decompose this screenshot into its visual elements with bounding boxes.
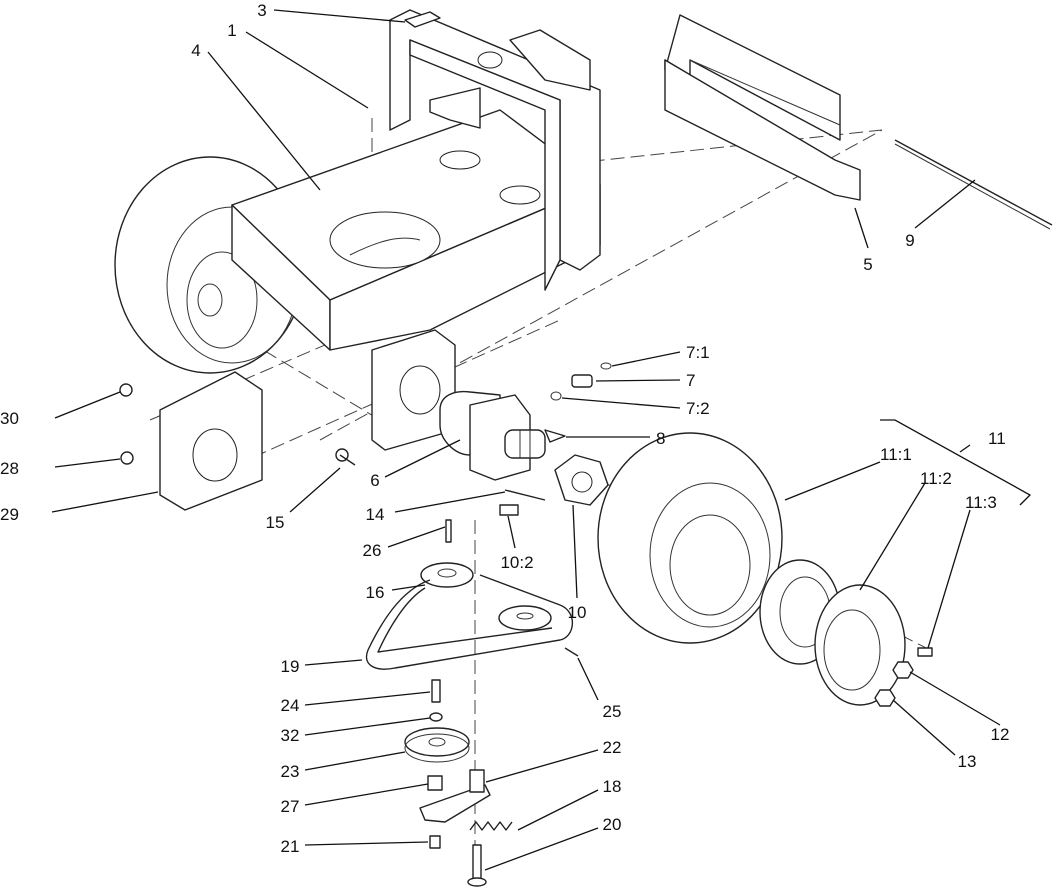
mounting-plate-right	[371, 329, 456, 451]
callout-7: 7	[686, 371, 695, 390]
callout-23: 23	[281, 762, 300, 781]
callout-16: 16	[366, 583, 385, 602]
callout-22: 22	[603, 738, 622, 757]
callout-21: 21	[281, 837, 300, 856]
callout-32: 32	[281, 726, 300, 745]
tire-assembly	[597, 419, 1032, 707]
callout-labels: 3 1 4 5 9 7:1 7 7:2 8 11 11:1 11:2 11:3 …	[0, 1, 1009, 856]
callout-5: 5	[863, 255, 872, 274]
callout-9: 9	[905, 231, 914, 250]
callout-11-3: 11:3	[965, 493, 997, 512]
callout-30: 30	[0, 409, 19, 428]
bolt-15	[335, 448, 356, 466]
callout-29: 29	[0, 505, 19, 524]
callout-10-2: 10:2	[500, 553, 533, 572]
callout-12: 12	[991, 725, 1010, 744]
callout-27: 27	[281, 797, 300, 816]
callout-20: 20	[603, 815, 622, 834]
callout-26: 26	[363, 541, 382, 560]
callout-13: 13	[958, 752, 977, 771]
pulley-assembly	[365, 519, 579, 887]
callout-11-1: 11:1	[880, 445, 912, 464]
callout-8: 8	[656, 429, 665, 448]
callout-11: 11	[988, 429, 1006, 448]
rear-channel	[664, 14, 861, 201]
callout-7-1: 7:1	[686, 343, 710, 362]
leader-lines	[51, 9, 1001, 871]
control-rod	[894, 139, 1053, 230]
hydro-motor	[439, 362, 612, 516]
callout-11-2: 11:2	[920, 469, 952, 488]
callout-7-2: 7:2	[686, 399, 710, 418]
callout-18: 18	[603, 777, 622, 796]
callout-6: 6	[370, 471, 379, 490]
callout-25: 25	[603, 702, 622, 721]
callout-10: 10	[568, 603, 587, 622]
callout-4: 4	[191, 41, 200, 60]
mounting-plate-left	[119, 371, 263, 511]
callout-19: 19	[281, 657, 300, 676]
callout-1: 1	[227, 21, 236, 40]
callout-15: 15	[266, 513, 285, 532]
callout-28: 28	[0, 459, 19, 478]
callout-14: 14	[366, 505, 385, 524]
main-frame	[231, 9, 601, 351]
callout-24: 24	[281, 696, 300, 715]
callout-3: 3	[257, 1, 266, 20]
